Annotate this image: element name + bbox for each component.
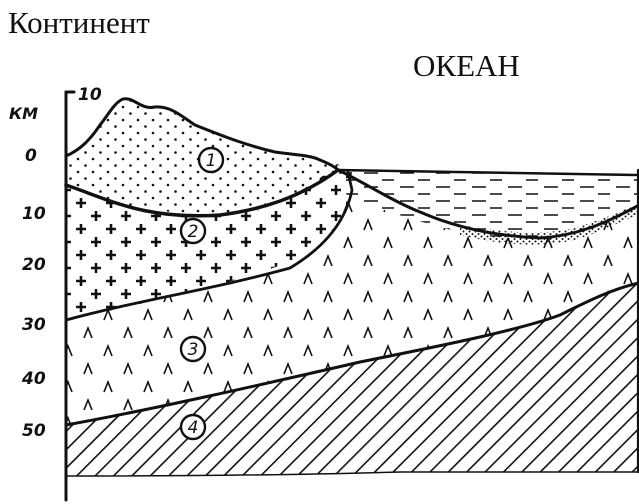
depth-tick-label: 0 — [25, 146, 37, 166]
depth-tick-label: 20 — [22, 255, 46, 275]
svg-text:3: 3 — [188, 340, 199, 360]
depth-tick-label: 30 — [22, 315, 46, 335]
depth-axis-top-tick-label: 10 — [78, 85, 102, 105]
depth-tick-label: 40 — [21, 369, 46, 389]
layer-1-marker: 1 — [199, 148, 223, 172]
svg-text:4: 4 — [188, 418, 199, 438]
layer-2-marker: 2 — [181, 219, 205, 243]
svg-text:2: 2 — [188, 222, 199, 242]
layer-3-marker: 3 — [181, 337, 205, 361]
depth-unit-label: КМ — [9, 104, 38, 123]
svg-text:1: 1 — [206, 151, 217, 171]
depth-tick-label: 10 — [22, 204, 46, 224]
depth-tick-label: 50 — [22, 421, 46, 441]
layer-4-marker: 4 — [181, 415, 205, 439]
